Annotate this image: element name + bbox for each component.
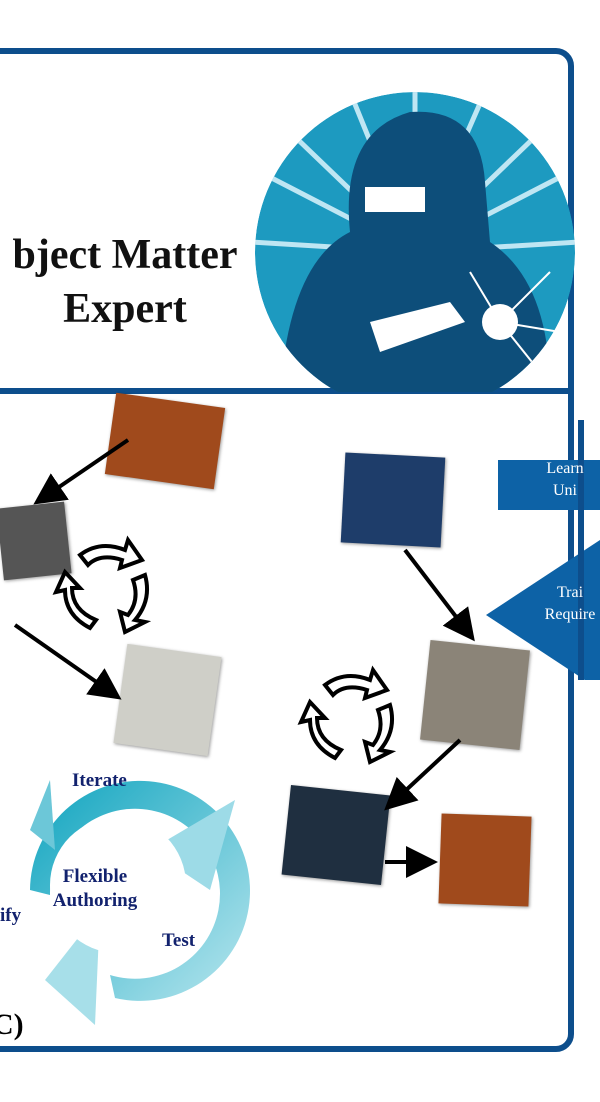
- sme-title: bject Matter Expert: [0, 228, 250, 336]
- cycle-center-label: Flexible Authoring: [40, 865, 150, 913]
- training-req-line-1: Trai: [556, 584, 584, 601]
- side-arrows: [486, 420, 600, 680]
- cycle-arrows-icon: [52, 535, 397, 765]
- training-requirements-label: Trai Require: [520, 582, 600, 626]
- center-line-1: Flexible: [62, 866, 128, 887]
- section-divider: [0, 388, 574, 394]
- learning-unit-line-2: Uni: [553, 482, 577, 499]
- center-line-2: Authoring: [52, 890, 138, 911]
- title-line-1: bject Matter: [12, 232, 238, 278]
- figure-frame: [0, 48, 574, 1052]
- cycle-label-test: Test: [162, 930, 196, 951]
- cycle-label-verify: ify: [0, 905, 22, 926]
- learning-unit-label: Learn Uni: [505, 458, 600, 502]
- welder-illustration: [255, 92, 575, 392]
- cycle-label-iterate: Iterate: [72, 770, 127, 791]
- panel-label: C): [0, 1008, 24, 1041]
- training-req-line-2: Require: [544, 606, 596, 623]
- flexible-authoring-cycle: [30, 780, 250, 1025]
- learning-unit-line-1: Learn: [546, 460, 584, 477]
- title-line-2: Expert: [63, 286, 187, 332]
